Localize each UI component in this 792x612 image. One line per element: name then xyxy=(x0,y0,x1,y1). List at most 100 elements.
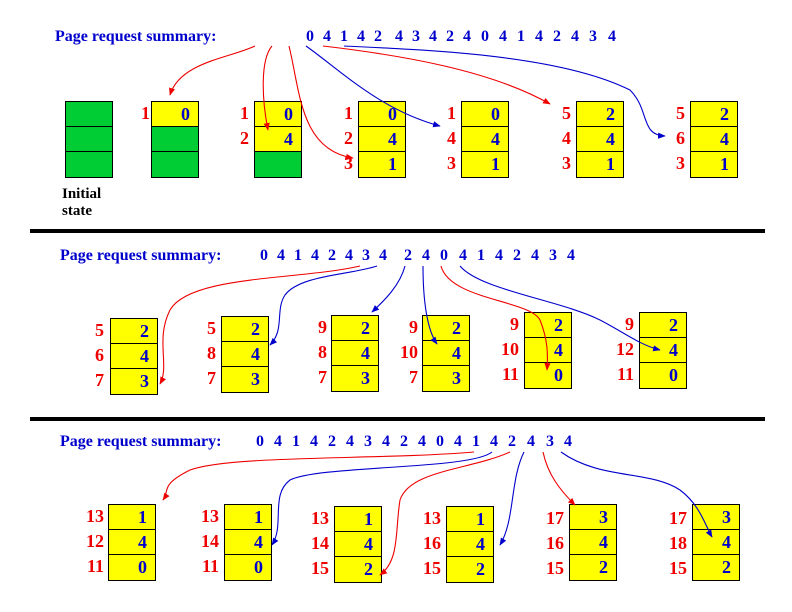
frame-slot: 0 xyxy=(669,365,678,385)
seq-item: 4 xyxy=(527,433,535,450)
blue-arrow xyxy=(560,451,713,538)
frame-slot: 1 xyxy=(447,507,493,532)
memory-frames: 0 4 1 xyxy=(358,101,406,178)
seq-item: 3 xyxy=(589,28,597,45)
summary-label: Page request summary: xyxy=(55,28,217,45)
time-label: 5 xyxy=(676,103,685,123)
time-label: 8 xyxy=(207,343,216,363)
frame-slot: 1 xyxy=(388,154,397,174)
frame-slot: 3 xyxy=(361,368,370,388)
time-label: 13 xyxy=(201,506,219,526)
memory-frames: 3 4 2 xyxy=(692,504,740,581)
time-label: 15 xyxy=(423,558,441,578)
seq-item: 3 xyxy=(364,433,372,450)
time-label: 1 xyxy=(240,103,249,123)
seq-item: 1 xyxy=(340,28,348,45)
seq-item: 4 xyxy=(345,247,353,264)
frame-slot xyxy=(66,127,112,152)
frame-slot: 0 xyxy=(359,102,405,127)
frame-slot: 3 xyxy=(570,505,616,530)
frame-slot: 0 xyxy=(255,102,301,127)
frame-slot: 2 xyxy=(111,319,157,344)
seq-item: 2 xyxy=(446,28,454,45)
seq-item: 1 xyxy=(517,28,525,45)
time-labels: 9 10 7 xyxy=(388,315,418,390)
time-label: 3 xyxy=(562,153,571,173)
time-labels: 17 16 15 xyxy=(534,506,564,581)
frame-slot: 1 xyxy=(109,505,155,530)
time-labels: 17 18 15 xyxy=(657,506,687,581)
time-labels: 1 4 3 xyxy=(426,101,456,176)
seq-item: 2 xyxy=(328,433,336,450)
seq-item: 3 xyxy=(546,433,554,450)
memory-frames-initial xyxy=(65,101,113,178)
seq-item: 0 xyxy=(481,28,489,45)
seq-item: 4 xyxy=(571,28,579,45)
time-label: 9 xyxy=(318,317,327,337)
time-label: 3 xyxy=(344,153,353,173)
seq-item: 4 xyxy=(310,433,318,450)
frame-slot: 1 xyxy=(335,507,381,532)
seq-item: 4 xyxy=(564,433,572,450)
time-label: 11 xyxy=(501,364,519,384)
frame-slot: 4 xyxy=(111,344,157,369)
seq-item: 1 xyxy=(292,433,300,450)
time-label: 6 xyxy=(95,345,104,365)
frame-slot: 4 xyxy=(335,532,381,557)
blue-arrow xyxy=(499,451,525,546)
memory-frames: 2 4 0 xyxy=(524,312,572,389)
seq-item: 4 xyxy=(567,247,575,264)
seq-item: 2 xyxy=(404,247,412,264)
time-label: 7 xyxy=(318,367,327,387)
time-label: 9 xyxy=(409,317,418,337)
time-label: 15 xyxy=(311,558,329,578)
frame-slot: 2 xyxy=(599,557,608,577)
frame-slot: 4 xyxy=(359,127,405,152)
frame-slot: 4 xyxy=(447,532,493,557)
frame-slot xyxy=(152,127,198,152)
seq-item: 1 xyxy=(472,433,480,450)
time-label: 12 xyxy=(616,339,634,359)
time-labels: 5 6 7 xyxy=(74,318,104,393)
time-label: 2 xyxy=(344,128,353,148)
seq-item: 2 xyxy=(374,28,382,45)
memory-frames: 0 4 1 xyxy=(461,101,509,178)
memory-frames: 3 4 2 xyxy=(569,504,617,581)
frame-slot xyxy=(66,102,112,127)
seq-item: 3 xyxy=(362,247,370,264)
blue-arrow xyxy=(459,265,661,352)
time-label: 3 xyxy=(676,153,685,173)
memory-frames: 2 4 0 xyxy=(639,312,687,389)
frame-slot: 4 xyxy=(109,530,155,555)
seq-item: 4 xyxy=(323,28,331,45)
seq-item: 4 xyxy=(357,28,365,45)
summary-label: Page request summary: xyxy=(60,433,222,450)
time-labels: 13 12 11 xyxy=(74,504,104,579)
time-label: 9 xyxy=(510,314,519,334)
memory-frames: 0 4 xyxy=(254,101,302,178)
frame-slot: 1 xyxy=(720,154,729,174)
blue-arrow xyxy=(422,265,438,345)
seq-item: 3 xyxy=(412,28,420,45)
memory-frames: 1 4 0 xyxy=(108,504,156,581)
frame-slot: 4 xyxy=(332,341,378,366)
frame-slot: 3 xyxy=(452,368,461,388)
frame-slot: 3 xyxy=(251,369,260,389)
frame-slot: 4 xyxy=(693,530,739,555)
memory-frames: 1 4 2 xyxy=(446,506,494,583)
time-labels: 1 2 3 xyxy=(323,101,353,176)
frame-slot xyxy=(255,152,301,177)
seq-item: 0 xyxy=(436,433,444,450)
frame-slot: 2 xyxy=(691,102,737,127)
frame-slot: 4 xyxy=(462,127,508,152)
seq-item: 2 xyxy=(513,247,521,264)
frame-slot: 1 xyxy=(225,505,271,530)
red-arrow xyxy=(159,265,361,385)
time-label: 16 xyxy=(423,533,441,553)
red-arrow xyxy=(379,451,511,576)
seq-item: 4 xyxy=(379,247,387,264)
seq-item: 4 xyxy=(422,247,430,264)
time-label: 5 xyxy=(562,103,571,123)
frame-slot: 2 xyxy=(423,316,469,341)
time-labels: 1 xyxy=(120,101,150,176)
